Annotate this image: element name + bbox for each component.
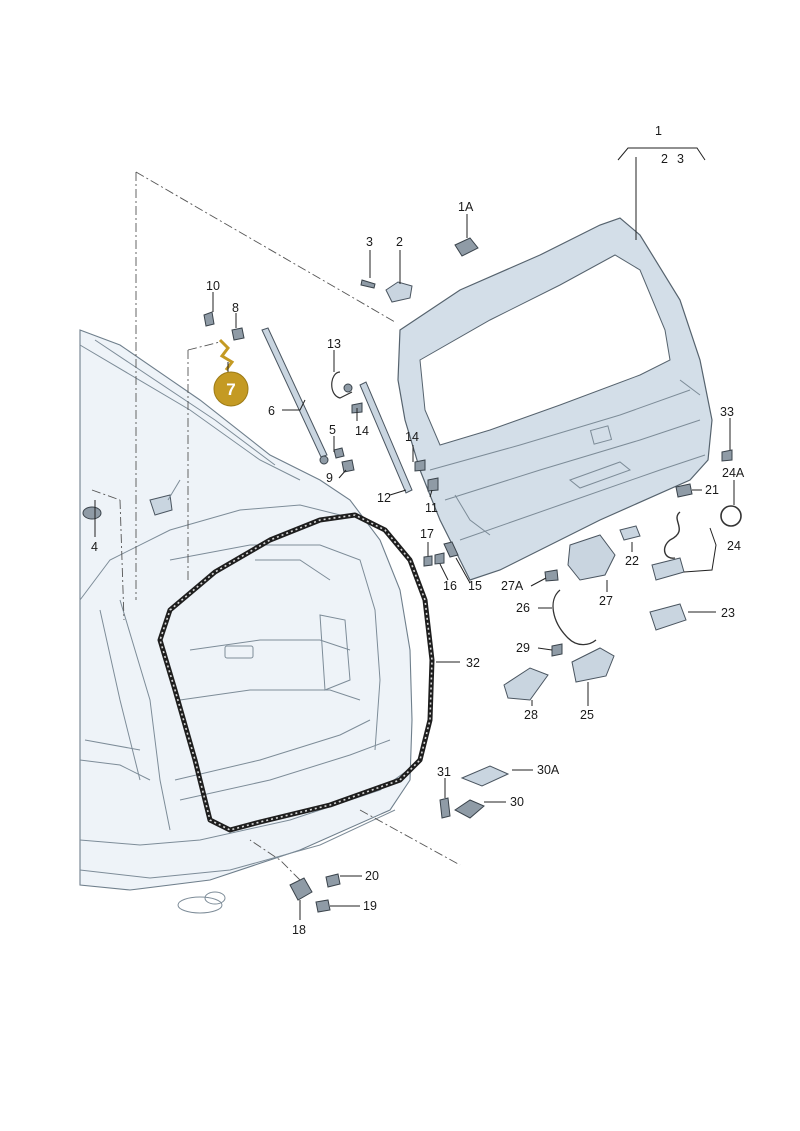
part-10-cap <box>203 311 215 327</box>
label-10[interactable]: 10 <box>206 279 220 293</box>
label-25[interactable]: 25 <box>580 708 594 722</box>
label-2[interactable]: 2 <box>396 235 403 249</box>
label-13[interactable]: 13 <box>327 337 341 351</box>
label-29[interactable]: 29 <box>516 641 530 655</box>
part-27-lock-actuator <box>567 534 616 581</box>
part-19-bolt <box>315 899 331 913</box>
part-26-cable <box>552 589 597 646</box>
label-3[interactable]: 3 <box>366 235 373 249</box>
part-14b-clip <box>414 459 426 472</box>
label-32[interactable]: 32 <box>466 656 480 670</box>
part-24-harness <box>663 511 681 559</box>
label-5[interactable]: 5 <box>329 423 336 437</box>
label-33[interactable]: 33 <box>720 405 734 419</box>
part-21-clip <box>675 483 693 498</box>
label-6[interactable]: 6 <box>268 404 275 418</box>
part-30-bracket <box>454 799 485 819</box>
part-4-grommet <box>82 506 102 520</box>
part-17-nut <box>423 555 433 567</box>
part-23-handle <box>649 603 687 631</box>
part-8-screw <box>231 327 245 341</box>
part-labels: 1 2 3 1A 2 3 4 5 6 8 9 10 11 12 13 14 14… <box>91 124 745 937</box>
car-body-rear <box>79 329 413 914</box>
small-parts <box>82 237 742 913</box>
label-11[interactable]: 11 <box>425 501 438 515</box>
part-13-wire <box>331 371 353 399</box>
part-33-screw <box>721 449 733 462</box>
label-9[interactable]: 9 <box>326 471 333 485</box>
label-30[interactable]: 30 <box>510 795 524 809</box>
part-20-cap <box>325 873 341 888</box>
label-27[interactable]: 27 <box>599 594 613 608</box>
part-6-gas-strut <box>261 327 328 458</box>
label-22[interactable]: 22 <box>625 554 639 568</box>
label-4[interactable]: 4 <box>91 540 98 554</box>
label-30A[interactable]: 30A <box>537 763 560 777</box>
label-19[interactable]: 19 <box>363 899 377 913</box>
label-14-lower[interactable]: 14 <box>405 430 419 444</box>
label-1A[interactable]: 1A <box>458 200 474 214</box>
part-15-bracket <box>443 541 459 558</box>
label-17[interactable]: 17 <box>420 527 434 541</box>
door-seal-part-32 <box>157 512 435 833</box>
label-31[interactable]: 31 <box>437 765 451 779</box>
label-26[interactable]: 26 <box>516 601 530 615</box>
label-16[interactable]: 16 <box>443 579 457 593</box>
part-28-cover <box>503 667 549 701</box>
label-14-upper[interactable]: 14 <box>355 424 369 438</box>
label-18[interactable]: 18 <box>292 923 306 937</box>
badge-label-7: 7 <box>226 380 235 399</box>
part-12-gas-strut <box>359 381 413 494</box>
highlight-badge-part-7[interactable]: 7 <box>213 371 249 407</box>
part-2-hinge <box>385 281 413 303</box>
part-27A-clip <box>544 569 559 582</box>
part-1A-bump-stop <box>454 237 479 257</box>
part-18-striker <box>289 877 313 901</box>
label-20[interactable]: 20 <box>365 869 379 883</box>
label-12[interactable]: 12 <box>377 491 391 505</box>
part-5-screw <box>333 447 345 459</box>
label-3-of-1[interactable]: 3 <box>677 152 684 166</box>
part-30A-pad <box>460 765 510 787</box>
label-1[interactable]: 1 <box>655 124 662 138</box>
label-24[interactable]: 24 <box>727 539 741 553</box>
part-25-bracket <box>571 647 615 683</box>
part-9-screw <box>341 459 355 473</box>
label-2-of-1[interactable]: 2 <box>661 152 668 166</box>
label-27A[interactable]: 27A <box>501 579 524 593</box>
tailgate-part-1 <box>397 217 713 581</box>
label-8[interactable]: 8 <box>232 301 239 315</box>
part-24A-cable-tie <box>720 505 742 527</box>
part-22-pad <box>619 525 641 541</box>
label-24A[interactable]: 24A <box>722 466 745 480</box>
label-15[interactable]: 15 <box>468 579 482 593</box>
part-3-bolt <box>360 279 376 289</box>
part-16-screw <box>434 552 445 565</box>
label-23[interactable]: 23 <box>721 606 735 620</box>
label-21[interactable]: 21 <box>705 483 719 497</box>
label-28[interactable]: 28 <box>524 708 538 722</box>
part-7-cable <box>218 338 235 371</box>
part-11-bolt <box>427 477 439 492</box>
assembly-lines <box>91 171 461 881</box>
part-31-screw <box>439 797 451 819</box>
part-29-nut <box>551 643 563 657</box>
